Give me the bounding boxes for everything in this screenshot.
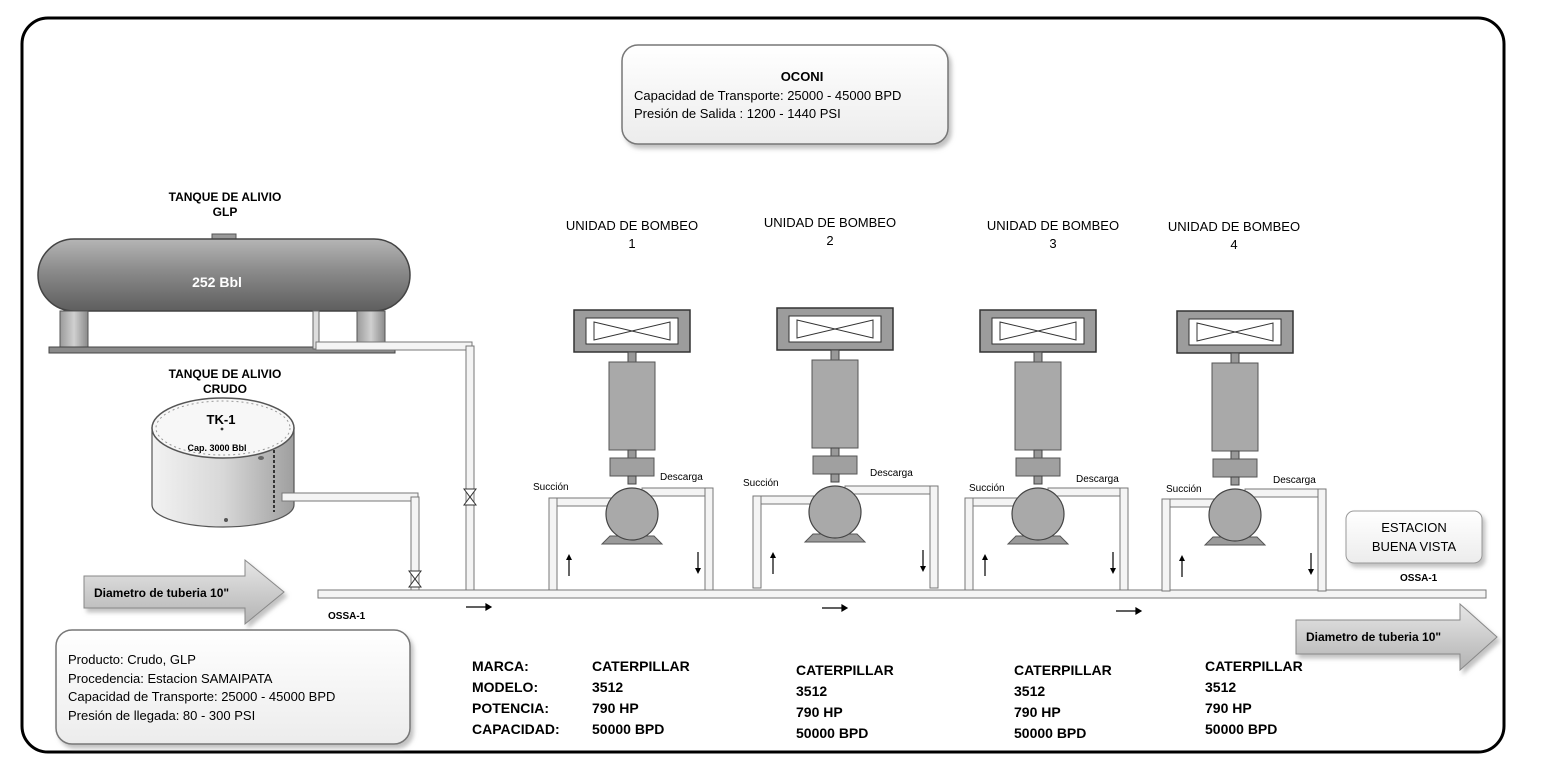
- outlet-diameter-label: Diametro de tuberia 10": [1306, 630, 1441, 644]
- spec-brand: CATERPILLAR: [796, 662, 894, 678]
- glp-relief-pipe: [315, 341, 475, 591]
- spec-capacity: 50000 BPD: [1205, 721, 1277, 737]
- spec-capacity: 50000 BPD: [796, 725, 868, 741]
- spec-capacity: 50000 BPD: [592, 721, 664, 737]
- glp-tank-title-2: GLP: [213, 205, 238, 219]
- crude-tank-capacity: Cap. 3000 Bbl: [187, 443, 246, 453]
- glp-relief-valve: [463, 488, 477, 506]
- suction-label: Succión: [743, 478, 779, 489]
- pump-number: 2: [826, 233, 833, 248]
- engine: [811, 359, 859, 449]
- spec-power: 790 HP: [1014, 704, 1061, 720]
- discharge-label: Descarga: [1273, 475, 1316, 486]
- pump-number: 3: [1049, 236, 1056, 251]
- pump-number: 4: [1230, 237, 1237, 252]
- centrifugal-pump: [808, 485, 862, 539]
- coupling: [1212, 458, 1258, 478]
- suction-label: Succión: [1166, 484, 1202, 495]
- spec-label-power: POTENCIA:: [472, 700, 549, 716]
- pump-title: UNIDAD DE BOMBEO: [987, 218, 1119, 233]
- coupling: [1015, 457, 1061, 477]
- outer-frame: [20, 16, 1506, 754]
- pump-title: UNIDAD DE BOMBEO: [764, 215, 896, 230]
- spec-model: 3512: [592, 679, 623, 695]
- spec-column-4: CATERPILLAR 3512 790 HP 50000 BPD: [1205, 658, 1303, 737]
- inlet-diameter-label: Diametro de tuberia 10": [94, 586, 229, 600]
- spec-label-capacity: CAPACIDAD:: [472, 721, 560, 737]
- origin-capacity: Capacidad de Transporte: 25000 - 45000 B…: [68, 689, 335, 704]
- destination-box: ESTACION BUENA VISTA: [1345, 510, 1483, 564]
- inlet-pipeline-tag: OSSA-1: [328, 611, 366, 622]
- station-transport-capacity: Capacidad de Transporte: 25000 - 45000 B…: [634, 88, 901, 103]
- inlet-diameter-arrow: Diametro de tuberia 10": [83, 558, 285, 626]
- spec-power: 790 HP: [592, 700, 639, 716]
- main-header-pipe: [317, 589, 1487, 599]
- engine: [1211, 362, 1259, 452]
- destination-line-2: BUENA VISTA: [1372, 539, 1457, 554]
- crude-relief-pipe: [281, 492, 420, 591]
- coupling: [812, 455, 858, 475]
- glp-tank-capacity: 252 Bbl: [192, 274, 242, 290]
- origin-source: Procedencia: Estacion SAMAIPATA: [68, 671, 273, 686]
- centrifugal-pump: [1208, 488, 1262, 542]
- outlet-pipeline-tag: OSSA-1: [1400, 573, 1438, 584]
- coupling: [609, 457, 655, 477]
- suction-label: Succión: [533, 482, 569, 493]
- pump-title: UNIDAD DE BOMBEO: [1168, 219, 1300, 234]
- outlet-diameter-arrow: Diametro de tuberia 10": [1295, 602, 1498, 672]
- origin-product: Producto: Crudo, GLP: [68, 652, 196, 667]
- spec-model: 3512: [1205, 679, 1236, 695]
- pump-title: UNIDAD DE BOMBEO: [566, 218, 698, 233]
- spec-brand: CATERPILLAR: [1205, 658, 1303, 674]
- crude-tank-title-2: CRUDO: [203, 382, 247, 396]
- glp-relief-tank: TANQUE DE ALIVIO GLP 252 Bbl: [37, 190, 411, 354]
- spec-label-model: MODELO:: [472, 679, 538, 695]
- centrifugal-pump: [1011, 487, 1065, 541]
- crude-tank-title-1: TANQUE DE ALIVIO: [169, 367, 282, 381]
- discharge-label: Descarga: [870, 468, 913, 479]
- destination-line-1: ESTACION: [1381, 520, 1447, 535]
- station-name: OCONI: [781, 69, 824, 84]
- spec-column-2: CATERPILLAR 3512 790 HP 50000 BPD: [796, 662, 894, 741]
- discharge-label: Descarga: [660, 472, 703, 483]
- station-info-box: OCONI Capacidad de Transporte: 25000 - 4…: [621, 44, 949, 145]
- spec-brand: CATERPILLAR: [592, 658, 690, 674]
- crude-relief-valve: [408, 570, 422, 588]
- suction-label: Succión: [969, 483, 1005, 494]
- spec-column-3: CATERPILLAR 3512 790 HP 50000 BPD: [1014, 662, 1112, 741]
- spec-capacity: 50000 BPD: [1014, 725, 1086, 741]
- spec-brand: CATERPILLAR: [1014, 662, 1112, 678]
- origin-pressure: Presión de llegada: 80 - 300 PSI: [68, 708, 255, 723]
- spec-power: 790 HP: [1205, 700, 1252, 716]
- crude-tank-tag: TK-1: [207, 412, 236, 427]
- engine: [1014, 361, 1062, 451]
- flow-arrows: [466, 602, 1143, 616]
- spec-label-brand: MARCA:: [472, 658, 529, 674]
- discharge-label: Descarga: [1076, 474, 1119, 485]
- pump-number: 1: [628, 236, 635, 251]
- engine: [608, 361, 656, 451]
- station-outlet-pressure: Presión de Salida : 1200 - 1440 PSI: [634, 106, 841, 121]
- spec-labels: MARCA: MODELO: POTENCIA: CAPACIDAD:: [472, 658, 560, 737]
- spec-model: 3512: [796, 683, 827, 699]
- crude-relief-tank: TANQUE DE ALIVIO CRUDO TK-1 Cap. 3000 Bb…: [151, 367, 295, 528]
- centrifugal-pump: [605, 487, 659, 541]
- spec-model: 3512: [1014, 683, 1045, 699]
- spec-column-1: CATERPILLAR 3512 790 HP 50000 BPD: [592, 658, 690, 737]
- glp-tank-title-1: TANQUE DE ALIVIO: [169, 190, 282, 204]
- origin-info-box: Producto: Crudo, GLP Procedencia: Estaci…: [55, 629, 411, 745]
- spec-power: 790 HP: [796, 704, 843, 720]
